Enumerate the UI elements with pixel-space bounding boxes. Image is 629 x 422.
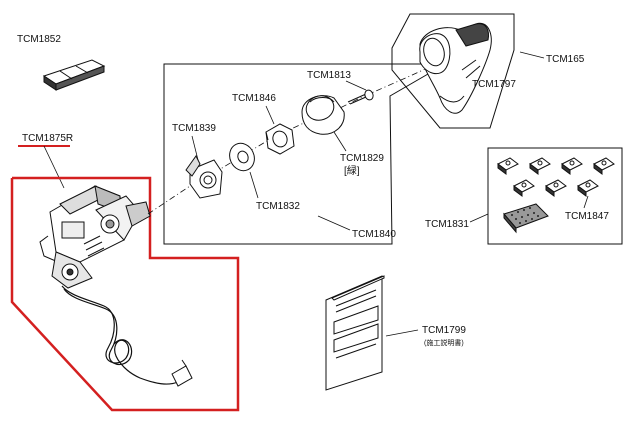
- clip-3: [561, 157, 583, 175]
- label-tcm1875r: TCM1875R: [22, 133, 73, 144]
- leader-tcm1829: [333, 131, 347, 152]
- clip-1: [497, 157, 519, 175]
- part-tcm1829-ring: [301, 95, 345, 135]
- clip-4: [593, 157, 615, 175]
- part-tcm1797-cover: [419, 22, 492, 114]
- part-tcm1813-screw: [347, 89, 374, 105]
- part-tcm1875r-cable: [61, 285, 179, 385]
- part-tcm1831-sponge: [503, 203, 549, 234]
- label-tcm165: TCM165: [546, 54, 585, 65]
- leader-tcm1875r: [43, 145, 65, 189]
- part-tcm1852-pads: [42, 59, 106, 91]
- label-tcm1799: TCM1799: [422, 325, 466, 336]
- leader-tcm1799: [385, 329, 419, 337]
- part-tcm1832-washer: [229, 142, 255, 172]
- leader-tcm165: [519, 51, 545, 59]
- leader-tcm1813: [345, 80, 367, 91]
- label-tcm1799-note: (施工説明書): [424, 338, 464, 347]
- highlight-outline-tcm1875r: [10, 176, 240, 412]
- part-tcm1846-nut: [265, 123, 295, 155]
- leader-tcm1840: [317, 215, 351, 231]
- label-tcm1829-note: [緑]: [344, 164, 360, 177]
- part-tcm1839-bracket: [185, 155, 223, 199]
- leader-tcm1846: [265, 105, 275, 125]
- clip-6: [545, 179, 567, 197]
- label-tcm1831: TCM1831: [425, 219, 469, 230]
- part-tcm1875r-motor: [39, 185, 151, 289]
- box-tcm1840: [163, 63, 429, 245]
- part-tcm1799-manual: [325, 275, 385, 391]
- leader-tcm1832: [249, 171, 259, 199]
- leader-tcm1847: [583, 195, 589, 209]
- part-tcm1847-clips: [497, 157, 615, 197]
- clip-7: [577, 179, 599, 197]
- label-tcm1847: TCM1847: [565, 211, 609, 222]
- label-tcm1852: TCM1852: [17, 34, 61, 45]
- box-tcm1831: [487, 147, 623, 245]
- label-tcm1840: TCM1840: [352, 229, 396, 240]
- label-tcm1813: TCM1813: [307, 70, 351, 81]
- clip-5: [513, 179, 535, 197]
- label-tcm1797: TCM1797: [472, 79, 516, 90]
- label-tcm1839: TCM1839: [172, 123, 216, 134]
- label-tcm1832: TCM1832: [256, 201, 300, 212]
- part-tcm1875r-plug: [171, 359, 193, 387]
- clip-2: [529, 157, 551, 175]
- label-tcm1846: TCM1846: [232, 93, 276, 104]
- box-tcm165: [391, 13, 515, 129]
- leader-tcm1831: [469, 213, 489, 223]
- label-tcm1829: TCM1829: [340, 153, 384, 164]
- leader-tcm1839: [191, 135, 199, 161]
